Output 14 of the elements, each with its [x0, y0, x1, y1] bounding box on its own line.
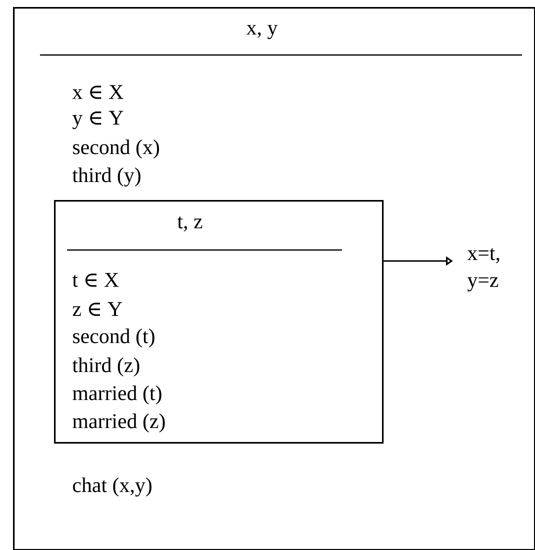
heading-text: t, z [177, 216, 202, 232]
condition-text: x ∈ X [72, 85, 124, 99]
condition-text: z ∈ Y [72, 302, 122, 316]
condition-text: second (x) [73, 140, 159, 158]
condition-text: t ∈ X [72, 273, 119, 287]
heading-text: x, y [246, 24, 278, 40]
condition-text: married (z) [72, 414, 165, 432]
condition-text: second (t) [73, 328, 154, 348]
condition-text: chat (x,y) [73, 477, 152, 497]
condition-text: y ∈ Y [72, 110, 124, 130]
equation-text: x=t, y=z [467, 248, 500, 292]
condition-text: third (y) [72, 168, 140, 187]
condition-text: third (z) [72, 358, 140, 376]
condition-text: married (t) [72, 386, 162, 404]
